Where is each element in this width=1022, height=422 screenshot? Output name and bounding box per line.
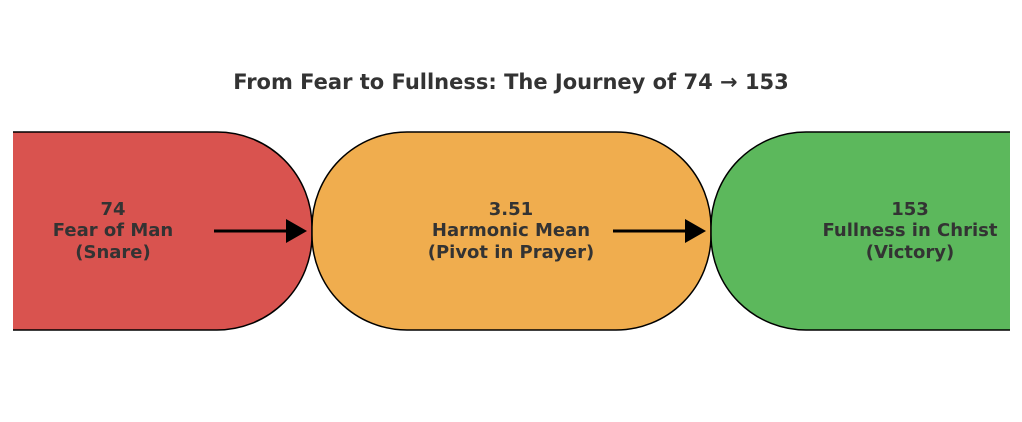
stage-note: (Victory) xyxy=(866,242,955,263)
diagram-title: From Fear to Fullness: The Journey of 74… xyxy=(233,70,789,94)
stage-note: (Snare) xyxy=(75,242,150,263)
stage-value: 3.51 xyxy=(489,199,533,220)
stage-name: Fullness in Christ xyxy=(823,220,998,241)
stage-value: 74 xyxy=(100,199,125,220)
stage-name: Harmonic Mean xyxy=(432,220,590,241)
stage-note: (Pivot in Prayer) xyxy=(428,242,595,263)
stage-box-fullness xyxy=(710,131,1010,331)
stage-name: Fear of Man xyxy=(53,220,173,241)
stage-value: 153 xyxy=(891,199,929,220)
